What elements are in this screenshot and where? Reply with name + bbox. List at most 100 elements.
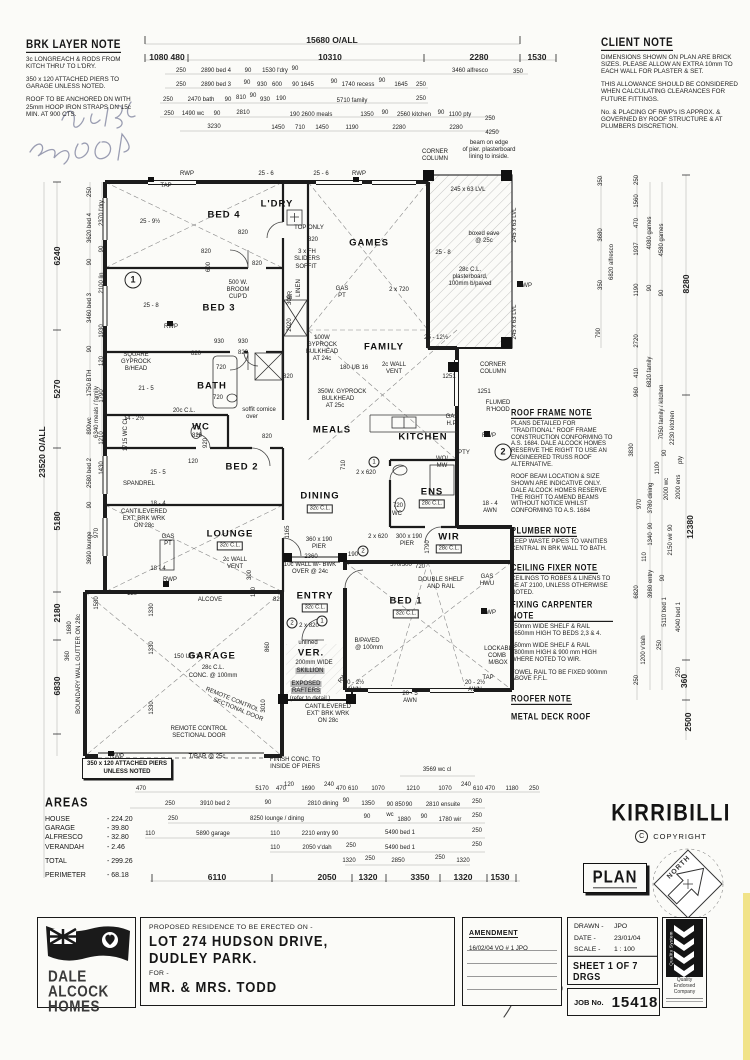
dimension-left: 90 bbox=[87, 345, 93, 353]
plan-annotation: 25 - 12½ bbox=[424, 335, 448, 341]
dimension-bottom: wc bbox=[386, 812, 394, 818]
plan-annotation: PTY bbox=[458, 450, 470, 456]
amendment-box: AMENDMENT 16/02/04 VO # 1 JPO bbox=[462, 917, 562, 1006]
roof-frame-note-title: ROOF FRAME NOTE bbox=[511, 407, 592, 419]
dimension-bottom: 1070 bbox=[371, 786, 385, 792]
dimension-top: 350 bbox=[512, 69, 524, 75]
plan-annotation: 820 bbox=[200, 249, 212, 255]
room-label: VER. bbox=[297, 647, 325, 659]
client-name: MR. & MRS. TODD bbox=[149, 979, 278, 996]
amendment-entry: 16/02/04 VO # 1 JPO bbox=[469, 945, 528, 952]
garage-door bbox=[98, 750, 264, 760]
dimension-left: 90 bbox=[87, 258, 93, 266]
dimension-left: 5270 bbox=[52, 379, 62, 399]
dimension-right: 4040 bed 1 bbox=[676, 601, 682, 633]
plan-annotation: 25 - 9½ bbox=[139, 219, 161, 225]
quality-chevrons-icon bbox=[666, 919, 703, 977]
dimension-right: 90 bbox=[647, 284, 653, 292]
dimension-left: 2370 l'dry bbox=[99, 200, 105, 226]
plan-annotation: 820 bbox=[190, 351, 202, 357]
room-label: LOUNGE bbox=[206, 528, 254, 540]
piers-note-box: 350 x 120 ATTACHED PIERS UNLESS NOTED bbox=[82, 758, 172, 779]
plan-annotation: lining to inside. bbox=[469, 154, 509, 160]
dimension-bottom: 5490 bed 1 bbox=[384, 830, 416, 836]
plumber-note-p1: KEEP WASTE PIPES TO VANITIES CENTRAL IN … bbox=[511, 538, 608, 552]
dimension-bottom: 250 bbox=[471, 828, 483, 834]
dimension-bottom: 1320 bbox=[456, 858, 470, 864]
plan-annotation: 1251 bbox=[477, 389, 491, 395]
date-row: DATE -23/01/04 bbox=[574, 934, 641, 942]
plan-annotation: 245 x 63 LVL bbox=[512, 304, 518, 340]
plan-annotation: SLIDERS bbox=[294, 256, 320, 262]
plan-annotation: GAS bbox=[161, 534, 175, 540]
scale-row: SCALE -1 : 100 bbox=[574, 946, 635, 953]
areas-row-alfresco: ALFRESCO- 32.80 bbox=[45, 834, 129, 842]
plan-annotation: EXT' BRK WRK bbox=[122, 516, 166, 522]
north-compass bbox=[652, 848, 724, 920]
region-marker: 1 bbox=[124, 271, 142, 289]
plan-annotation: GYPROCK bbox=[120, 359, 152, 365]
dimension-left: 120 bbox=[99, 355, 105, 367]
room-label: MEALS bbox=[312, 424, 352, 436]
dimension-right: 350 bbox=[598, 279, 604, 291]
dimension-left: 6830 bbox=[52, 676, 62, 696]
dimension-right: 3680 bbox=[598, 228, 604, 242]
room-label: DINING bbox=[300, 490, 340, 502]
dimension-left: 1580 bbox=[94, 596, 100, 610]
dimension-bottom: 2210 entry 90 bbox=[301, 831, 339, 837]
plan-annotation: CANTILEVERED bbox=[120, 509, 168, 515]
dimension-top: 1530 bbox=[527, 52, 547, 62]
plan-annotation: 2 x 720 bbox=[389, 287, 409, 293]
plan-annotation: RWP bbox=[482, 610, 496, 616]
plan-annotation: 25 - 8 bbox=[435, 250, 451, 256]
plan-annotation: 1330 bbox=[149, 641, 155, 655]
plan-annotation: 3 x FH bbox=[298, 249, 316, 255]
dimension-bottom: 1350 bbox=[361, 801, 375, 807]
dimension-bottom: 610 bbox=[347, 786, 359, 792]
job-number: 15418 bbox=[611, 993, 659, 1011]
drawing-info-box: DRAWN -JPO DATE -23/01/04 SCALE -1 : 100… bbox=[567, 917, 658, 985]
roof-frame-note-p2: ROOF BEAM LOCATION & SIZE SHOWN ARE INDI… bbox=[511, 474, 607, 515]
dimension-left: 250 bbox=[87, 186, 93, 198]
brk-note-p1: 3c LONGREACH & RODS FROM KITCH THRU' TO … bbox=[26, 56, 121, 71]
dimension-bottom: 250 bbox=[471, 842, 483, 848]
dimension-bottom: 5170 bbox=[255, 786, 269, 792]
plan-annotation: AT 24c bbox=[312, 356, 332, 362]
dimension-bottom: 240 bbox=[323, 782, 335, 788]
plan-annotation: VENT bbox=[385, 369, 403, 375]
plan-annotation: 120 bbox=[126, 591, 138, 597]
plan-annotation: 18 - 4 bbox=[150, 501, 166, 507]
ceiling-height-tag: 32c C.L. bbox=[301, 603, 329, 613]
plan-annotation: GAS bbox=[335, 286, 349, 292]
dimension-left: 3690 lounge bbox=[87, 531, 93, 565]
plan-annotation: REMOTE CONTROL bbox=[170, 726, 228, 732]
plan-annotation: 20 - 2½ bbox=[464, 680, 486, 686]
dimension-bottom: 1320 bbox=[358, 872, 378, 882]
dimension-right: 12380 bbox=[685, 515, 695, 539]
plan-annotation: 140 bbox=[251, 586, 257, 598]
dimension-bottom: 470 bbox=[135, 786, 147, 792]
amendment-title: AMENDMENT bbox=[469, 930, 519, 938]
client-note-p2: THIS ALLOWANCE SHOULD BE CONSIDERED WHEN… bbox=[601, 81, 738, 103]
job-number-box: JOB No. 15418 bbox=[567, 988, 660, 1016]
plan-annotation: PIER bbox=[399, 541, 415, 547]
dimension-right: 790 bbox=[596, 327, 602, 339]
plan-label: PLAN bbox=[592, 867, 638, 889]
region-marker: 2 bbox=[494, 443, 512, 461]
room-label: KITCHEN bbox=[398, 431, 448, 443]
plan-annotation: (refer to detail.) bbox=[289, 696, 331, 702]
plan-annotation: 300 bbox=[247, 569, 253, 581]
dimension-top: 190 bbox=[275, 96, 287, 102]
dimension-right: 3830 bbox=[629, 443, 635, 457]
dimension-top: 2890 bed 4 bbox=[200, 68, 232, 74]
plan-annotation: 1330 bbox=[149, 603, 155, 617]
plan-annotation: T/BAR @ 25c bbox=[188, 754, 226, 760]
plan-annotation: 25 - 6 bbox=[258, 171, 274, 177]
plan-annotation: 120 bbox=[187, 459, 199, 465]
dimension-right: 2000 ens bbox=[676, 474, 682, 500]
copyright-label: COPYRIGHT bbox=[653, 832, 707, 841]
plan-annotation: COLUMN bbox=[421, 156, 449, 162]
dimension-right: 1937 bbox=[634, 242, 640, 256]
dimension-right: 110 bbox=[642, 552, 648, 562]
dimension-bottom: 250 bbox=[471, 813, 483, 819]
